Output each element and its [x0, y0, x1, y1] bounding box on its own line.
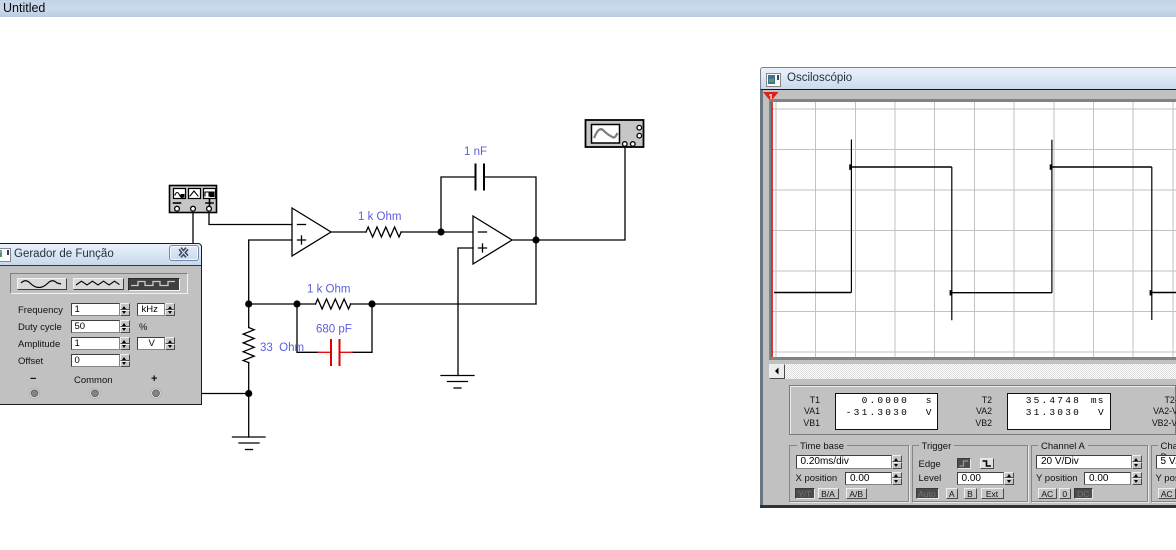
svg-text:1 k Ohm: 1 k Ohm [307, 284, 350, 296]
svg-text:1: 1 [769, 92, 774, 102]
svg-text:1 nF: 1 nF [464, 146, 487, 158]
svg-text:1 k Ohm: 1 k Ohm [358, 211, 401, 223]
svg-text:680 pF: 680 pF [316, 324, 352, 336]
svg-text:33 Ohm: 33 Ohm [260, 342, 304, 354]
